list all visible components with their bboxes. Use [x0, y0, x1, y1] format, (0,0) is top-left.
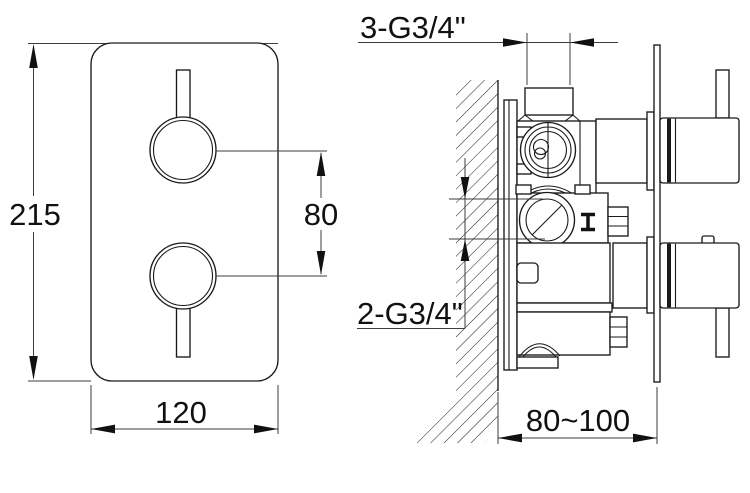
upper-knob-side — [659, 117, 740, 184]
top-port-label: 3-G3/4" — [360, 10, 466, 45]
knob-spacing-label: 80 — [304, 197, 338, 232]
lower-port-label: 2-G3/4" — [357, 296, 463, 331]
dim-width-120: 120 — [90, 385, 279, 434]
upper-handle-stick-side — [715, 69, 730, 119]
top-inlet-port — [524, 87, 574, 116]
dim-knob-spacing-80: 80 — [216, 150, 338, 277]
dim-top-port: 3-G3/4" — [358, 10, 618, 85]
lower-handle-stick — [175, 307, 191, 358]
faceplate — [90, 42, 279, 382]
lower-handle-stick-side — [715, 307, 730, 358]
lower-knob-side — [659, 242, 740, 309]
upper-handle-stick — [175, 69, 191, 120]
label-lower-port: 2-G3/4" — [357, 158, 545, 331]
hex-fitting-lower — [609, 316, 628, 348]
cartridge-housing-lower — [612, 242, 648, 309]
width-label: 120 — [155, 395, 207, 430]
upper-port-opening — [519, 121, 577, 179]
mounting-plate — [503, 99, 518, 371]
upper-knob — [149, 116, 217, 184]
side-view — [408, 44, 740, 443]
dim-height-215: 215 — [9, 44, 61, 380]
adjuster-symbol — [581, 212, 595, 232]
dim-depth-range: 80~100 — [497, 387, 658, 444]
lower-port-opening — [518, 191, 576, 249]
lower-knob — [149, 242, 217, 310]
wall-hatch — [408, 80, 498, 443]
depth-range-label: 80~100 — [526, 403, 630, 438]
height-label: 215 — [9, 197, 61, 232]
trim-plate — [653, 44, 661, 383]
hex-fitting-upper — [607, 206, 629, 237]
cartridge-housing-upper — [595, 118, 648, 184]
front-view — [28, 42, 279, 382]
